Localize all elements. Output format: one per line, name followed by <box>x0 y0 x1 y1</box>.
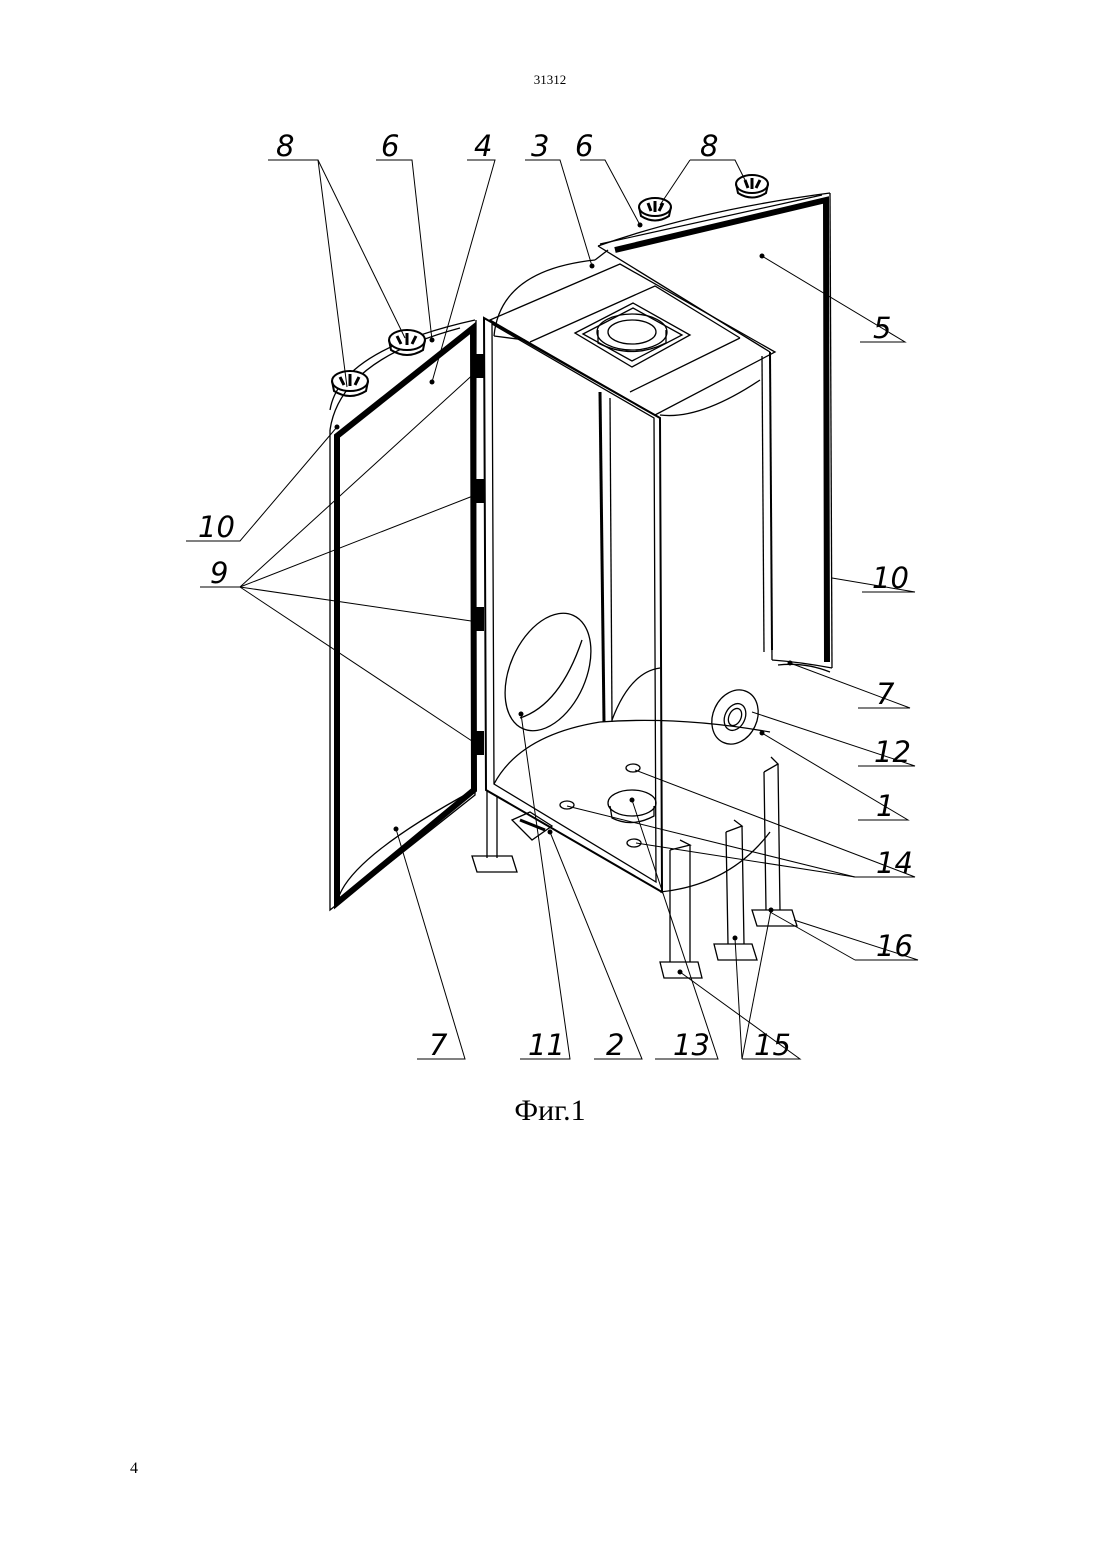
label-11: 11 <box>528 1028 565 1062</box>
figure-caption: Фиг.1 <box>0 1094 1100 1128</box>
label-5: 5 <box>873 311 891 345</box>
label-10-left: 10 <box>198 510 235 544</box>
label-3: 3 <box>531 129 549 163</box>
label-10-right: 10 <box>872 561 909 595</box>
label-6-right: 6 <box>575 129 593 163</box>
right-half-shell <box>598 193 832 672</box>
label-6-left: 6 <box>381 129 399 163</box>
left-door <box>330 320 476 910</box>
label-13: 13 <box>673 1028 710 1062</box>
label-9: 9 <box>210 556 228 590</box>
label-16: 16 <box>876 929 913 963</box>
label-12: 12 <box>874 735 911 769</box>
label-15: 15 <box>754 1028 791 1062</box>
page-number: 4 <box>130 1460 138 1478</box>
label-8-left: 8 <box>276 129 294 163</box>
label-7-right: 7 <box>876 677 895 711</box>
label-8-right: 8 <box>700 129 718 163</box>
label-7-left: 7 <box>429 1028 448 1062</box>
central-frame <box>484 250 775 892</box>
label-2: 2 <box>606 1028 624 1062</box>
label-1: 1 <box>876 789 894 823</box>
label-14: 14 <box>876 846 913 880</box>
breather-caps <box>332 175 768 396</box>
leader-lines <box>186 160 918 1059</box>
label-4: 4 <box>474 129 492 163</box>
